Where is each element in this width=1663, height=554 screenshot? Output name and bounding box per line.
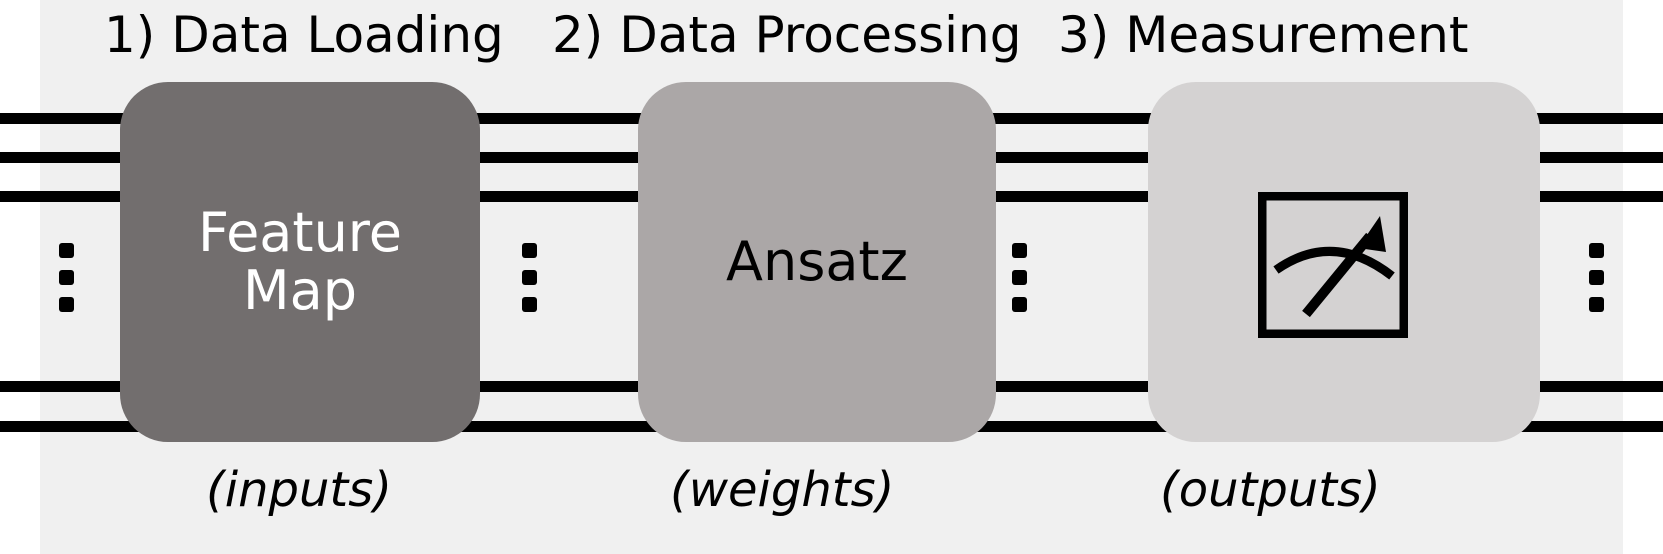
stage-3-caption: (outputs) (1160, 462, 1381, 518)
qubit-ellipsis-after-feature-map (522, 243, 538, 313)
ellipsis-dot (522, 270, 537, 285)
stage-2-heading: 2) Data Processing (552, 6, 1022, 64)
feature-map-label-line-1: Feature (197, 200, 403, 264)
ellipsis-dot (59, 243, 74, 258)
ellipsis-dot (59, 270, 74, 285)
feature-map-block: Feature Map (120, 82, 480, 442)
stage-3-heading: 3) Measurement (1058, 6, 1469, 64)
stage-1-caption: (inputs) (206, 462, 392, 518)
qubit-ellipsis-after-ansatz (1012, 243, 1028, 313)
stage-2-caption: (weights) (670, 462, 895, 518)
ellipsis-dot (522, 243, 537, 258)
qubit-ellipsis-left (59, 243, 75, 313)
ellipsis-dot (1589, 243, 1604, 258)
ellipsis-dot (1589, 297, 1604, 312)
ellipsis-dot (59, 297, 74, 312)
ellipsis-dot (1012, 270, 1027, 285)
ellipsis-dot (1012, 297, 1027, 312)
qubit-ellipsis-right (1589, 243, 1605, 313)
ellipsis-dot (522, 297, 537, 312)
feature-map-label-line-2: Map (243, 259, 357, 322)
ansatz-block: Ansatz (638, 82, 996, 442)
ansatz-label: Ansatz (726, 229, 908, 293)
ellipsis-dot (1012, 243, 1027, 258)
stage-1-heading: 1) Data Loading (104, 6, 504, 64)
measurement-meter-icon (1257, 191, 1409, 339)
ellipsis-dot (1589, 270, 1604, 285)
